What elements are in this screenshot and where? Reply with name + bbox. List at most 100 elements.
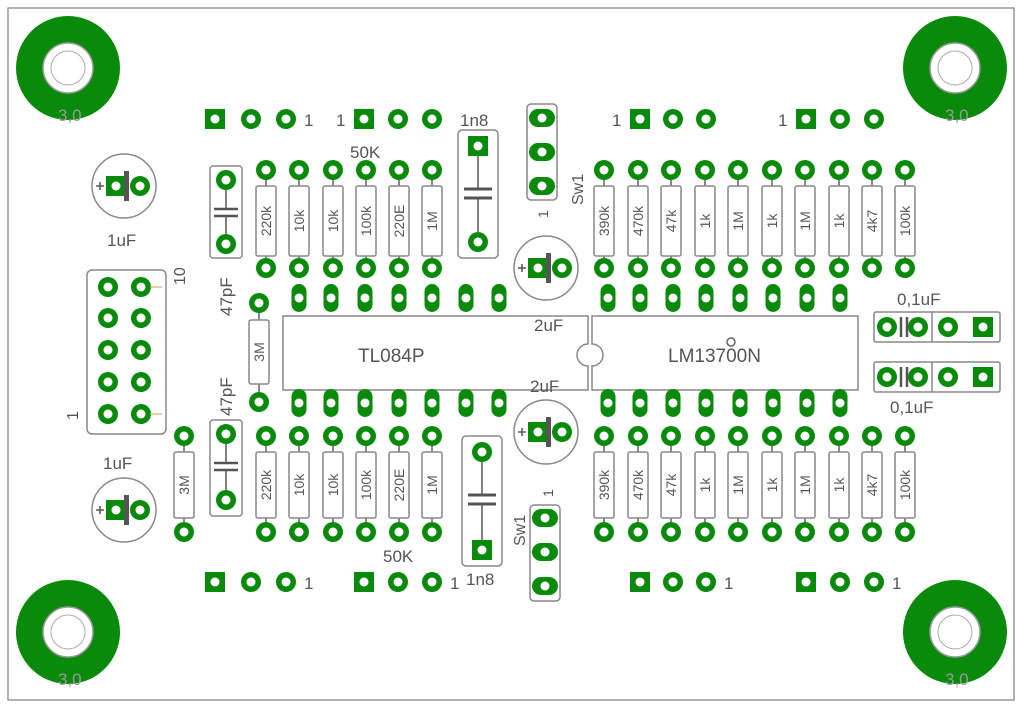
cer-cap-0-1uF-top [873,311,1001,343]
resistor-value: 1k [697,213,713,229]
switch-pin-label: 1 [540,489,556,497]
mounting-hole-label: 3,0 [945,670,969,689]
pin-one-label: 1 [724,574,733,593]
ic-label: LM13700N [668,346,761,367]
cer-cap-47pF-top [209,165,243,259]
film-cap-1n8-top [457,129,499,259]
box-header: 10 1 [65,267,189,435]
resistor-value: 1M [730,211,746,230]
pin-one-label: 1 [304,574,313,593]
resistor-value: 10k [291,473,307,497]
electro-cap-label: 2uF [530,377,559,396]
resistor: 1k [694,426,716,542]
resistor: 47k [660,426,682,542]
resistor: 3M [248,293,270,412]
resistor: 3M [173,426,195,542]
pin-header: 1 [612,109,716,130]
box-header-pin-label-top: 10 [172,267,189,285]
electro-cap-label: 1uF [103,454,132,473]
resistor: 390k [593,426,615,542]
film-cap-label: 1n8 [460,111,488,130]
resistor: 100k [894,160,916,278]
cer-cap-label: 0,1uF [897,290,940,309]
resistor-value: 100k [358,469,374,500]
pin-one-label: 1 [304,111,313,130]
resistor-value: 1k [831,213,847,229]
resistor: 47k [660,160,682,278]
ic-tl084p: TL084P [282,315,589,391]
resistor: 10k [322,160,344,278]
cer-cap-label: 47pF [217,277,236,316]
pin-header: 1 [778,109,884,130]
resistor-value: 390k [596,469,612,500]
mounting-hole-label: 3,0 [58,106,82,125]
switch-label: Sw1 [570,174,587,205]
mounting-hole-bottom-left: 3,0 [16,580,120,689]
resistor: 1M [727,426,749,542]
cer-cap-0-1uF-bottom [873,361,1001,393]
resistor: 10k [288,426,310,542]
resistor-value: 1M [730,475,746,494]
electro-cap-label: 2uF [534,316,563,335]
pin-one-label: 1 [336,111,345,130]
film-cap-label: 1n8 [466,570,494,589]
cer-cap-label: 0,1uF [890,398,933,417]
resistor: 1M [794,160,816,278]
electro-cap-1uF-bottom [91,477,157,543]
resistor-value: 100k [897,205,913,236]
mounting-hole-bottom-right: 3,0 [903,580,1007,689]
resistor-value: 100k [897,469,913,500]
box-header-pin-label-bottom: 1 [65,411,82,420]
board-outline [7,7,1015,701]
pin-headers: 1 1 1 1 1 1 1 1 [205,109,901,593]
resistor-value: 220E [391,469,407,502]
electro-cap-2uF-top [513,235,579,301]
resistor: 1k [761,160,783,278]
pin-header: 1 [354,572,459,593]
resistor-value: 1k [831,477,847,493]
pin-header: 1 [796,572,901,593]
switch-label: Sw1 [512,515,529,546]
electro-cap-label: 1uF [107,231,136,250]
resistor-value: 1M [797,211,813,230]
pot-label: 50K [383,547,414,566]
resistor-value: 47k [663,209,679,233]
resistor: 220k [255,426,277,542]
resistor: 220E [388,426,410,542]
pin-one-label: 1 [778,111,787,130]
resistor: 4k7 [861,426,883,542]
ic-lm13700n: LM13700N [591,315,859,391]
switch-top: Sw1 1 [526,103,587,218]
resistor-value: 1M [424,475,440,494]
cer-cap-47pF-bottom [209,419,243,517]
mounting-hole-top-right: 3,0 [903,16,1007,125]
pin-header: 1 [205,109,313,130]
pin-header: 1 [205,572,313,593]
resistor-value: 10k [325,209,341,233]
resistor: 10k [322,426,344,542]
cer-cap-label: 47pF [217,377,236,416]
resistor-value: 1k [697,477,713,493]
resistor-value: 4k7 [864,210,880,233]
pin-one-label: 1 [892,574,901,593]
resistor: 1M [727,160,749,278]
resistor: 1k [828,426,850,542]
resistor: 100k [355,426,377,542]
resistor: 1M [421,426,443,542]
resistor-array: 220k220k10k10k10k10k100k100k220E220E1M1M… [173,160,916,542]
resistor: 470k [627,160,649,278]
resistor-value: 10k [325,473,341,497]
switch-pin-label: 1 [535,210,551,218]
resistor-value: 220k [258,469,274,500]
electro-cap-1uF-top [91,153,157,219]
resistor: 1M [421,160,443,278]
resistor: 390k [593,160,615,278]
resistor: 100k [355,160,377,278]
resistor: 1k [828,160,850,278]
resistor-value: 470k [630,205,646,236]
resistor-value: 3M [176,475,192,494]
resistor-value: 4k7 [864,474,880,497]
resistor-value: 10k [291,209,307,233]
resistor: 100k [894,426,916,542]
